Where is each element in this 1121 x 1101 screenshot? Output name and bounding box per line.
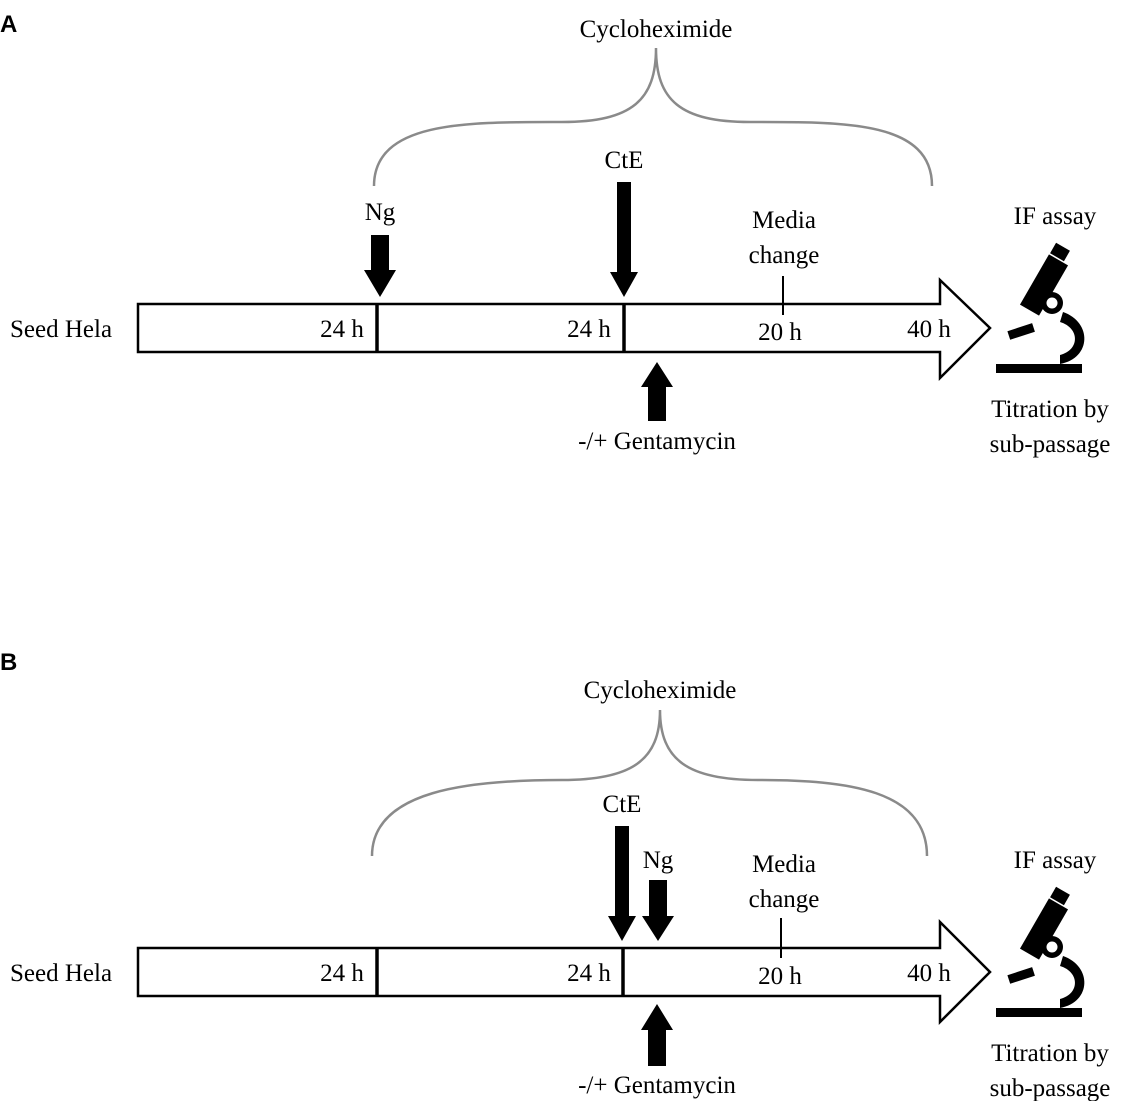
panel-b: B Cycloheximide Seed Hela 24 h 24 h 20 h… <box>0 649 1110 1101</box>
panel-a-segment-2-label: 24 h <box>567 316 611 343</box>
panel-a-timeline-arrow <box>136 277 992 382</box>
panel-b-segment-4-label: 40 h <box>907 960 951 987</box>
panel-a-titration-line-1: Titration by <box>991 396 1109 423</box>
panel-b-titration-line-1: Titration by <box>991 1040 1109 1067</box>
panel-b-segment-3-label: 20 h <box>758 963 802 990</box>
panel-a-media-label: Media <box>752 207 816 234</box>
panel-b-seed-label: Seed Hela <box>10 960 112 987</box>
panel-b-cycloheximide-brace <box>370 709 929 857</box>
panel-b-cte-label: CtE <box>603 791 642 818</box>
panel-a-ng-label: Ng <box>365 199 396 226</box>
panel-a-ng-arrow <box>364 235 396 297</box>
panel-a-titration-line-2: sub-passage <box>990 431 1111 458</box>
panel-b-ng-arrow <box>642 880 674 941</box>
panel-b-change-label: change <box>749 886 820 913</box>
panel-a-segment-1-label: 24 h <box>320 316 364 343</box>
panel-b-gentamycin-label: -/+ Gentamycin <box>578 1072 736 1099</box>
panel-b-segment-1-label: 24 h <box>320 960 364 987</box>
panel-b-ng-label: Ng <box>643 847 674 874</box>
panel-b-timeline-arrow <box>136 918 992 1026</box>
panel-a-gentamycin-label: -/+ Gentamycin <box>578 428 736 455</box>
panel-a-segment-3-label: 20 h <box>758 319 802 346</box>
panel-b-if-assay-label: IF assay <box>1014 847 1097 874</box>
panel-a: A Cycloheximide Seed Hela 24 h 24 h 20 h… <box>0 11 1110 458</box>
panel-a-gentamycin-arrow <box>641 362 673 421</box>
panel-a-change-label: change <box>749 242 820 269</box>
panel-b-cte-arrow <box>608 826 636 941</box>
panel-a-letter: A <box>0 11 17 38</box>
panel-b-titration-line-2: sub-passage <box>990 1075 1111 1101</box>
panel-a-segment-4-label: 40 h <box>907 316 951 343</box>
panel-b-media-label: Media <box>752 851 816 878</box>
panel-a-cte-arrow <box>610 182 638 297</box>
microscope-icon <box>996 886 1085 1017</box>
panel-b-letter: B <box>0 649 17 676</box>
panel-b-cycloheximide-label: Cycloheximide <box>584 677 737 704</box>
panel-a-cycloheximide-brace <box>372 47 934 187</box>
microscope-icon <box>996 242 1085 373</box>
panel-b-gentamycin-arrow <box>641 1004 673 1066</box>
panel-a-cte-label: CtE <box>605 147 644 174</box>
panel-a-cycloheximide-label: Cycloheximide <box>580 16 733 43</box>
panel-b-segment-2-label: 24 h <box>567 960 611 987</box>
panel-a-seed-label: Seed Hela <box>10 316 112 343</box>
panel-a-if-assay-label: IF assay <box>1014 203 1097 230</box>
